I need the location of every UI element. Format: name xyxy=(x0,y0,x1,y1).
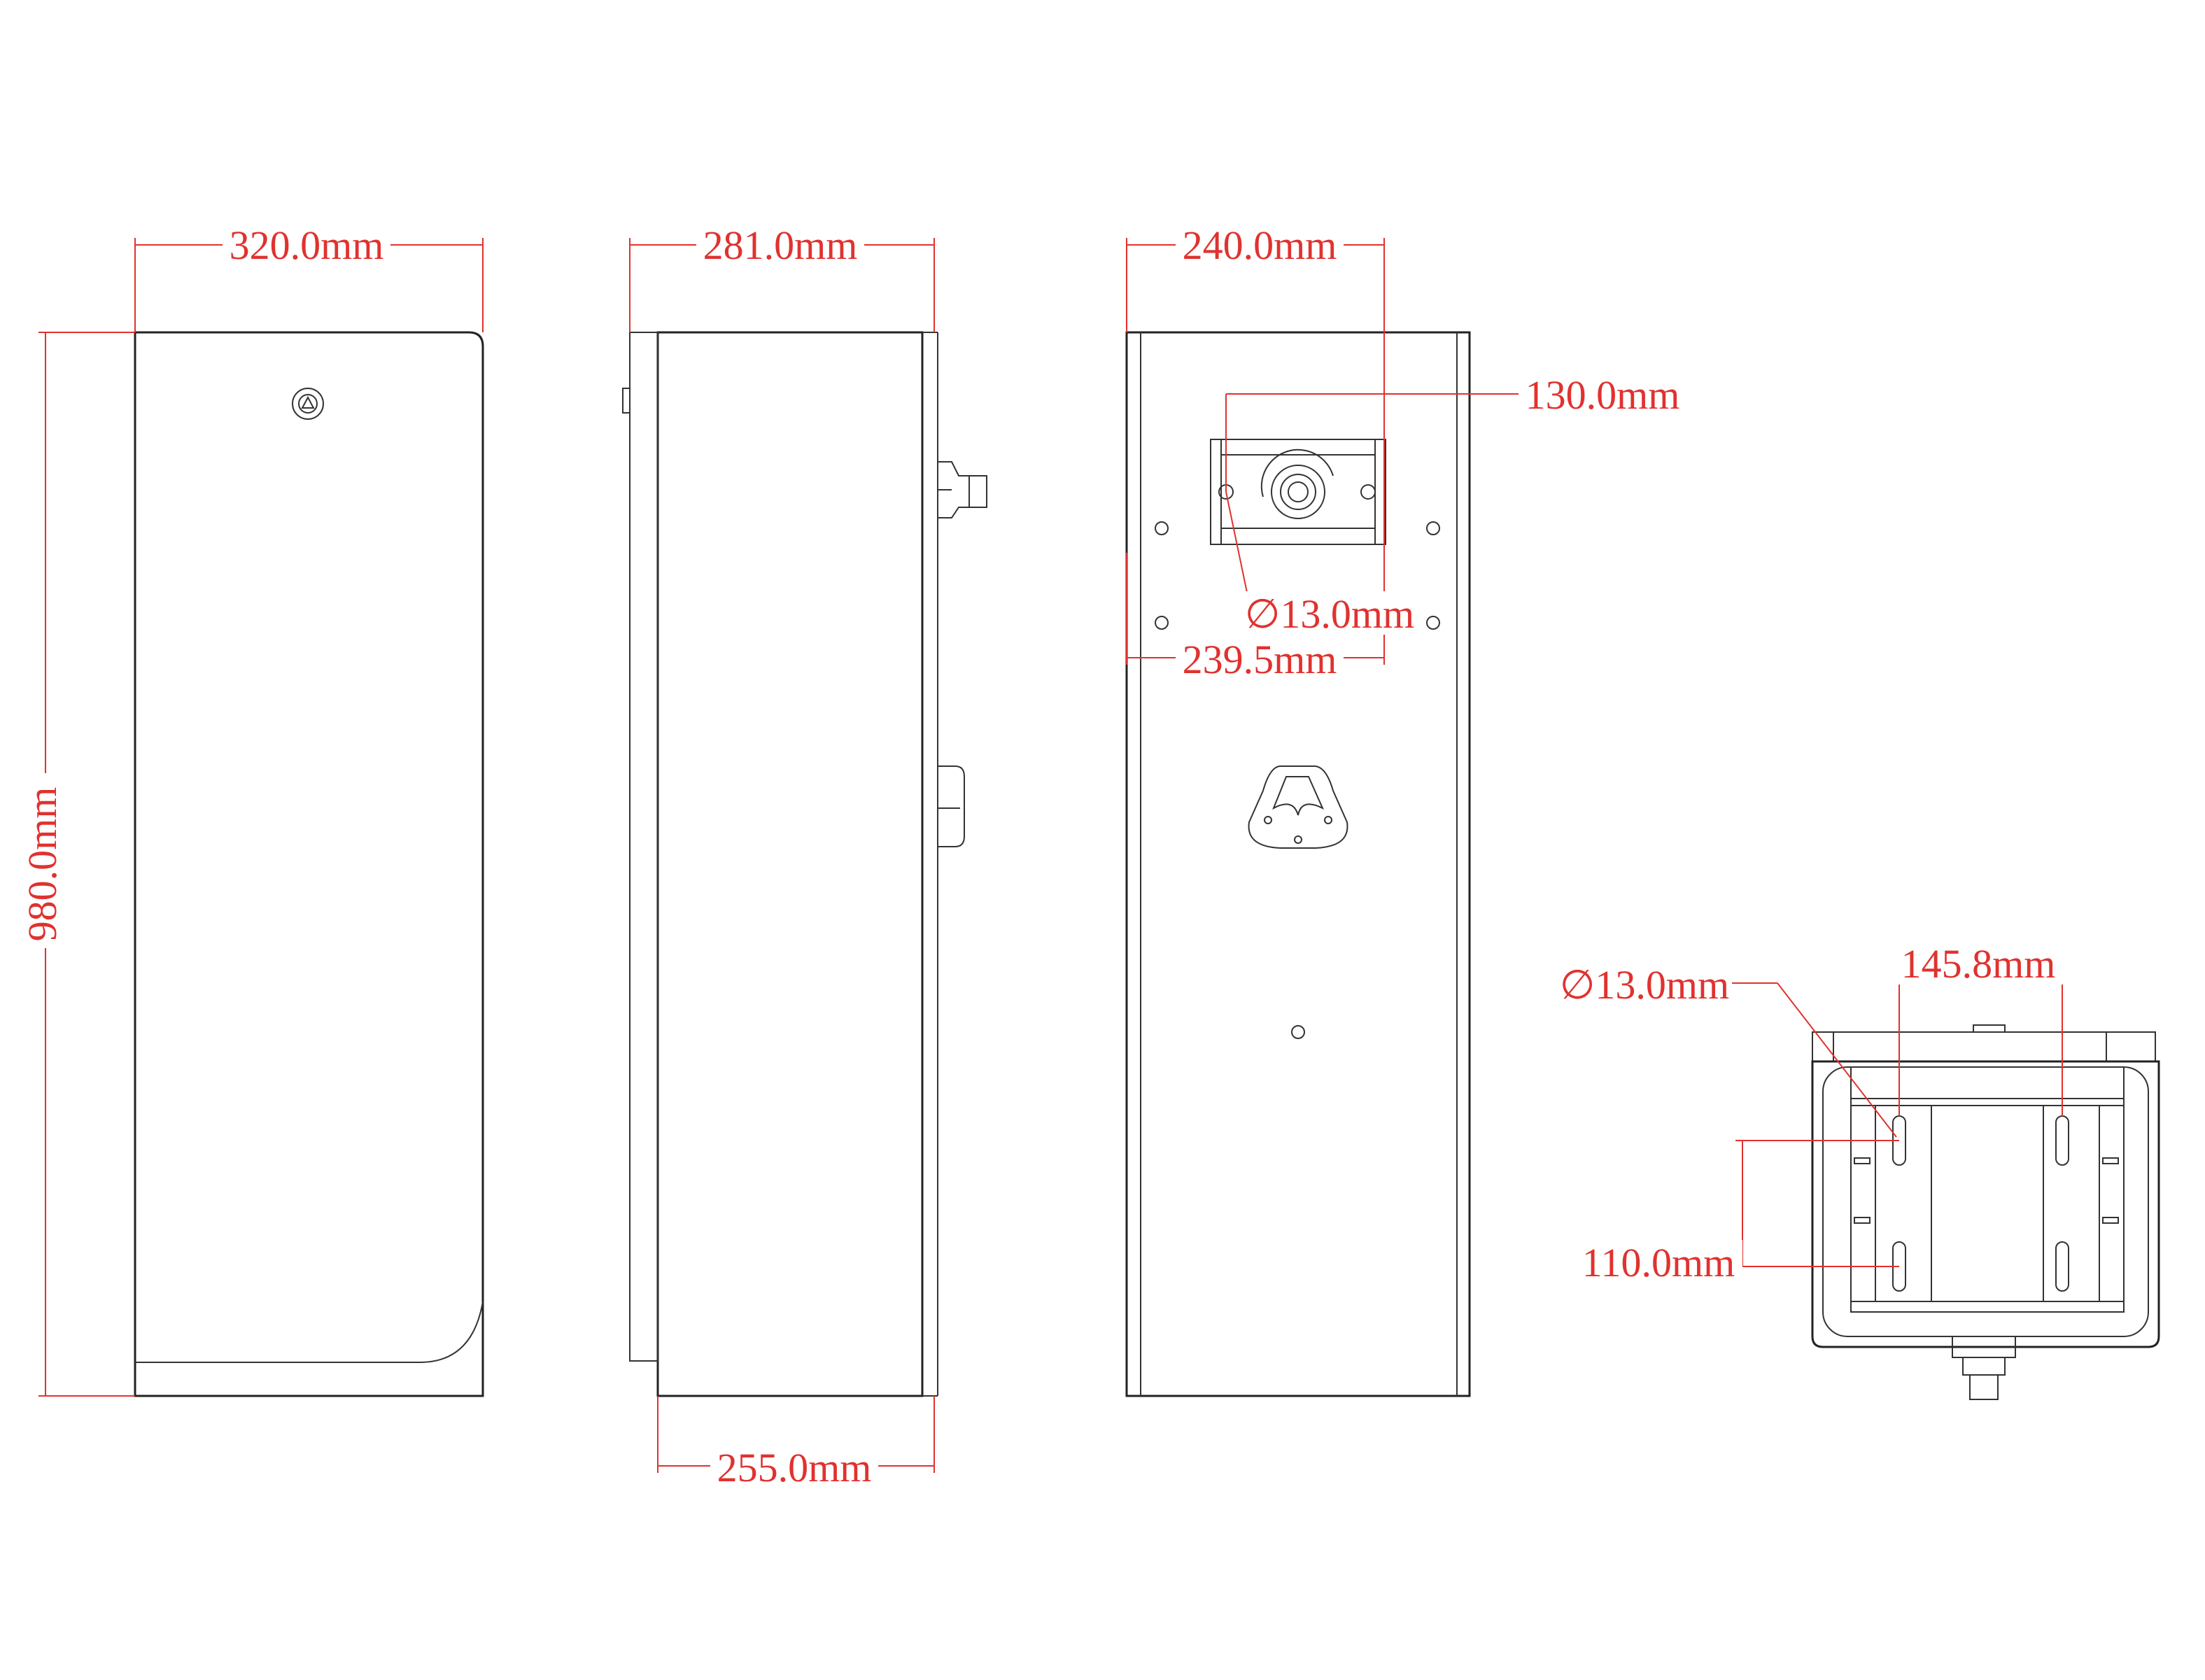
lock-icon xyxy=(292,388,324,420)
front-height-dimension: 980.0mm xyxy=(20,332,135,1397)
back-mounting-holes xyxy=(1155,521,1440,1039)
back-bracket-dimension: 130.0mm xyxy=(1225,372,1686,492)
back-hole-dimension: ∅13.0mm xyxy=(1225,491,1416,637)
handle-icon xyxy=(1248,765,1348,849)
base-slot-x-dimension: 145.8mm xyxy=(1893,941,2064,1116)
front-view: 320.0mm 980.0mm xyxy=(20,223,484,1397)
base-side-tabs xyxy=(1854,1157,2119,1224)
base-slot-y-dimension: 110.0mm xyxy=(1575,1140,1899,1285)
mounting-bracket xyxy=(1210,439,1386,545)
connector-icon xyxy=(1952,1336,2016,1400)
side-latch xyxy=(938,765,965,847)
back-hole-label: ∅13.0mm xyxy=(1245,591,1414,637)
base-slot-y-label: 110.0mm xyxy=(1582,1240,1735,1285)
side-depth-top-label: 281.0mm xyxy=(703,223,858,268)
side-depth-bottom-dimension: 255.0mm xyxy=(657,1396,935,1490)
back-bracket-label: 130.0mm xyxy=(1526,372,1680,418)
back-width-top-label: 240.0mm xyxy=(1183,223,1337,268)
back-width-top-dimension: 240.0mm xyxy=(1126,223,1385,665)
base-slots xyxy=(1892,1115,2069,1292)
base-hole-dimension: ∅13.0mm xyxy=(1557,962,1897,1138)
connector-icon xyxy=(938,461,987,518)
side-depth-bottom-label: 255.0mm xyxy=(717,1445,872,1490)
side-view: 281.0mm 255.0mm xyxy=(622,223,987,1490)
side-depth-top-dimension: 281.0mm xyxy=(629,223,935,332)
front-height-label: 980.0mm xyxy=(20,787,65,942)
base-hole-label: ∅13.0mm xyxy=(1560,962,1729,1008)
base-slot-x-label: 145.8mm xyxy=(1901,941,2056,987)
front-width-label: 320.0mm xyxy=(230,223,384,268)
back-view: 240.0mm 130.0mm ∅13.0mm 239.5mm xyxy=(1125,223,1686,1397)
back-width-lower-label: 239.5mm xyxy=(1183,637,1337,682)
back-width-lower-dimension: 239.5mm xyxy=(1126,553,1384,682)
base-view: ∅13.0mm 145.8mm 110.0mm xyxy=(1557,941,2160,1400)
front-width-dimension: 320.0mm xyxy=(134,223,484,332)
